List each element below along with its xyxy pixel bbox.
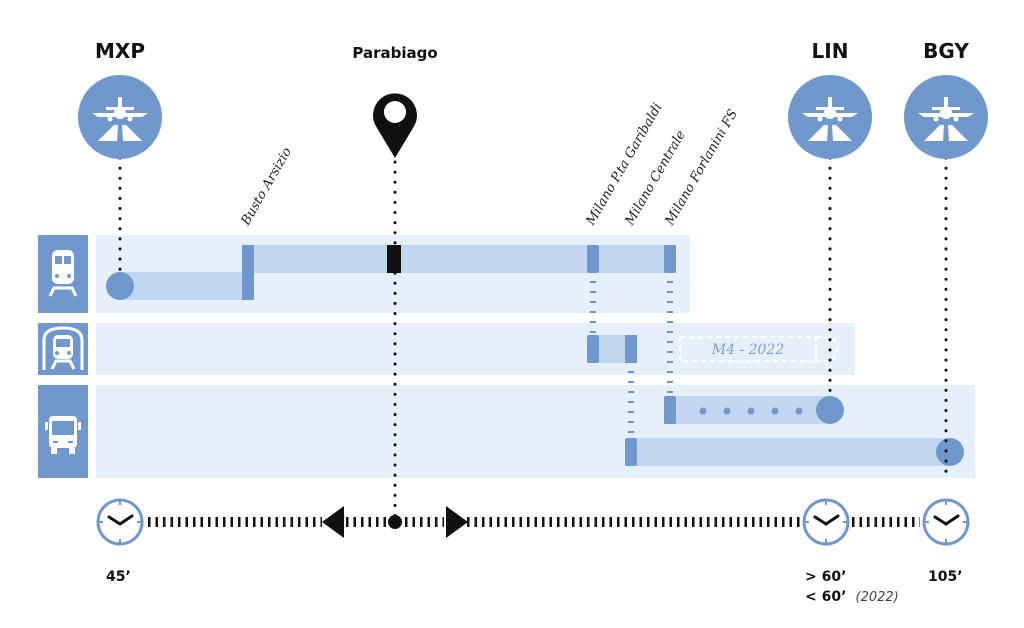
arrow-right-icon (446, 506, 468, 538)
bgy-bus-terminal (936, 438, 964, 466)
travel-time-lin-2022: < 60’ (2022) (805, 586, 899, 605)
bus-icon (38, 385, 88, 478)
travel-time-lin-note: (2022) (856, 590, 899, 605)
airport-icon (904, 75, 988, 159)
travel-time-mxp: 45’ (106, 569, 131, 585)
map-pin-icon (373, 93, 417, 158)
clock-icon (922, 498, 970, 546)
clock-icon (96, 498, 144, 546)
metro-row-background (96, 323, 855, 375)
airport-icon (78, 75, 162, 159)
airport-label-lin: LIN (812, 39, 849, 63)
garibaldi-train-stop (587, 245, 599, 273)
arrow-left-icon (322, 506, 344, 538)
metro-icon (38, 323, 88, 375)
bus-bar-centrale-bgy (625, 438, 950, 466)
mxp-train-terminal (106, 272, 134, 300)
travel-time-lin: > 60’ (805, 569, 846, 585)
centrale-bus-stop (625, 438, 637, 466)
bus-bar-forlanini-lin (664, 396, 830, 424)
centrale-metro-stop (625, 335, 637, 363)
airport-label-mxp: MXP (95, 39, 145, 63)
parabiago-stop (387, 245, 401, 273)
bus-intermediate-stops (699, 407, 803, 415)
airport-label-bgy: BGY (923, 39, 969, 63)
m4-label: M4 - 2022 (711, 342, 785, 358)
origin-dot (388, 515, 402, 529)
station-label-forlanini: Milano Forlanini FS (662, 107, 741, 229)
forlanini-train-stop (664, 245, 676, 273)
airport-icon (788, 75, 872, 159)
train-bar-busto-forlanini (250, 245, 676, 273)
station-label-busto-arsizio: Busto Arsizio (238, 145, 295, 229)
travel-time-bgy: 105’ (928, 569, 963, 585)
lin-bus-terminal (816, 396, 844, 424)
forlanini-bus-stop (664, 396, 676, 424)
train-bar-mxp-busto (120, 272, 250, 300)
m4-planned-line (679, 336, 817, 362)
origin-label: Parabiago (352, 44, 437, 62)
station-label-garibaldi: Milano P.ta Garibaldi (583, 101, 666, 229)
clock-icon (802, 498, 850, 546)
travel-time-lin-future: < 60’ (805, 589, 846, 605)
busto-arsizio-stop (242, 245, 254, 300)
garibaldi-metro-stop (587, 335, 599, 363)
m4-planned-end (816, 336, 838, 362)
train-icon (38, 235, 88, 313)
